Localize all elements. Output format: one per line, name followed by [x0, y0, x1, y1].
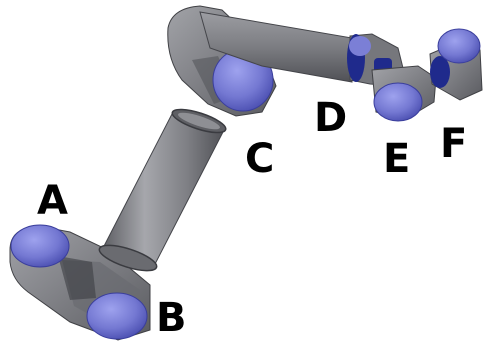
upper-arm-tube	[199, 11, 353, 83]
label-a: A	[37, 178, 68, 224]
base-joint	[9, 224, 151, 341]
wrist-joint-e	[371, 65, 437, 122]
label-e: E	[383, 136, 410, 182]
label-b: B	[156, 295, 187, 341]
wrist-joint-f	[429, 28, 483, 101]
lower-link-tube	[98, 108, 227, 272]
label-f: F	[440, 121, 467, 167]
label-d: D	[314, 95, 347, 141]
label-c: C	[245, 136, 274, 182]
